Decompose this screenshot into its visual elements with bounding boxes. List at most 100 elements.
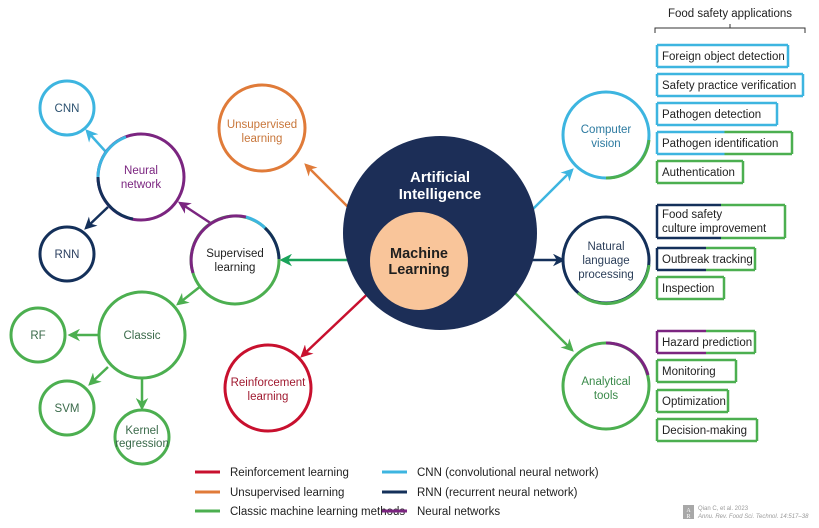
app-box-background	[657, 360, 736, 382]
svm-label: SVM	[55, 403, 80, 415]
app-box-label: Inspection	[662, 283, 714, 295]
arrow-to-analytical	[509, 287, 574, 352]
legend-item-cnn: CNN (convolutional neural network)	[382, 467, 599, 479]
app-box-border-segment	[655, 130, 725, 156]
computer-vision-label-line1: Computer	[581, 124, 632, 136]
ml-label-line1: Machine	[390, 246, 448, 262]
app-box-label: Pathogen identification	[662, 138, 778, 150]
unsupervised-label-line2: learning	[242, 133, 283, 145]
neural-arc-cnn	[96, 135, 127, 178]
node-supervised: Supervised learning	[189, 214, 281, 306]
arrow-neural-to-cnn	[85, 129, 107, 153]
rnn-label: RNN	[55, 249, 80, 261]
supervised-arc-rnn	[263, 226, 281, 260]
neural-arc-rnn	[96, 176, 134, 221]
arrow-to-reinforcement	[300, 283, 379, 358]
legend-item-rnn: RNN (recurrent neural network)	[382, 487, 578, 499]
app-box-computer-vision: Pathogen detection	[655, 101, 779, 127]
nlp-label-line3: processing	[578, 269, 634, 281]
nlp-label-line1: Natural	[587, 241, 624, 253]
app-box-label: Outbreak tracking	[662, 254, 753, 266]
app-box-label: Decision-making	[662, 425, 747, 437]
legend-item-neural: Neural networks	[382, 506, 500, 518]
app-box-border-segment	[706, 329, 757, 355]
arrow-supervised-to-neural	[177, 201, 213, 226]
app-box-border-segment	[721, 203, 787, 240]
app-box-border-segment	[655, 388, 730, 414]
app-box-label: Safety practice verification	[662, 80, 796, 92]
app-box-label: Hazard prediction	[662, 337, 752, 349]
node-kernel-regression: Kernel regression	[113, 408, 171, 466]
app-box-background	[657, 205, 785, 238]
legend-label-classic: Classic machine learning methods	[230, 506, 405, 518]
app-box-analytical: Hazard prediction	[655, 329, 757, 355]
supervised-arc-neural	[189, 216, 224, 274]
center-node: Artificial Intelligence Machine Learning	[343, 136, 537, 330]
node-rf: RF	[9, 306, 67, 364]
app-box-border-segment	[655, 358, 738, 384]
node-analytical-tools: Analytical tools	[561, 341, 651, 431]
supervised-label-line2: learning	[215, 262, 256, 274]
app-box-analytical: Optimization	[655, 388, 730, 414]
node-rnn: RNN	[38, 225, 96, 283]
neural-label-line2: network	[121, 179, 162, 191]
cnn-label: CNN	[55, 103, 80, 115]
svm-circle	[38, 379, 96, 437]
app-box-border-segment	[724, 130, 794, 156]
classic-circle	[97, 290, 187, 380]
citation-line2: Annu. Rev. Food Sci. Technol. 14:517–38	[697, 514, 809, 520]
rnn-circle	[38, 225, 96, 283]
legend-label-unsupervised: Unsupervised learning	[230, 487, 344, 499]
app-box-border-segment	[655, 329, 706, 355]
legend-label-neural: Neural networks	[417, 506, 500, 518]
legend-item-unsupervised: Unsupervised learning	[195, 487, 344, 499]
app-box-background	[657, 45, 788, 67]
citation-line1: Qian C, et al. 2023	[698, 506, 749, 512]
node-computer-vision: Computer vision	[561, 90, 651, 180]
ai-label-line1: Artificial	[410, 169, 470, 186]
applications-header: Food safety applications	[654, 8, 806, 33]
legend-item-classic: Classic machine learning methods	[195, 506, 405, 518]
kernel-label-line1: Kernel	[125, 425, 158, 437]
app-box-nlp: Inspection	[655, 275, 726, 301]
app-box-computer-vision: Foreign object detection	[655, 43, 790, 69]
rf-label: RF	[30, 330, 45, 342]
annual-reviews-logo-icon: A R	[683, 505, 694, 520]
app-box-border-segment	[655, 417, 759, 443]
app-box-background	[657, 331, 755, 353]
reinforcement-circle	[223, 343, 313, 433]
app-box-label-line1: Food safety	[662, 209, 722, 221]
app-box-label: Monitoring	[662, 366, 716, 378]
svg-text:A: A	[686, 508, 691, 514]
app-box-computer-vision: Safety practice verification	[655, 72, 805, 98]
applications-bracket	[654, 27, 806, 33]
neural-label-line1: Neural	[124, 165, 158, 177]
app-box-label-line2: culture improvement	[662, 223, 767, 235]
app-box-border-segment	[655, 72, 805, 98]
legend-label-reinforcement: Reinforcement learning	[230, 467, 349, 479]
app-box-computer-vision: Pathogen identification	[655, 130, 794, 156]
classic-label: Classic	[123, 330, 160, 342]
kernel-label-line2: regression	[115, 438, 169, 450]
kernel-circle	[113, 408, 171, 466]
supervised-arc-cnn	[245, 215, 267, 230]
app-box-label: Pathogen detection	[662, 109, 761, 121]
svg-text:R: R	[686, 514, 690, 520]
ml-label-line2: Learning	[388, 262, 449, 278]
app-box-border-segment	[655, 159, 745, 185]
app-box-background	[657, 277, 724, 299]
node-neural-network: Neural network	[96, 132, 186, 222]
node-svm: SVM	[38, 379, 96, 437]
computer-vision-label-line2: vision	[591, 138, 620, 150]
supervised-arc-neural-2	[222, 214, 247, 220]
app-box-background	[657, 419, 757, 441]
unsupervised-label-line1: Unsupervised	[227, 119, 297, 131]
app-box-background	[657, 248, 755, 270]
node-reinforcement: Reinforcement learning	[223, 343, 313, 433]
supervised-label-line1: Supervised	[206, 248, 264, 260]
node-cnn: CNN	[38, 79, 96, 137]
analytical-label-line1: Analytical	[581, 376, 630, 388]
app-box-analytical: Monitoring	[655, 358, 738, 384]
app-box-background	[657, 74, 803, 96]
nlp-arc-classic	[577, 264, 651, 306]
